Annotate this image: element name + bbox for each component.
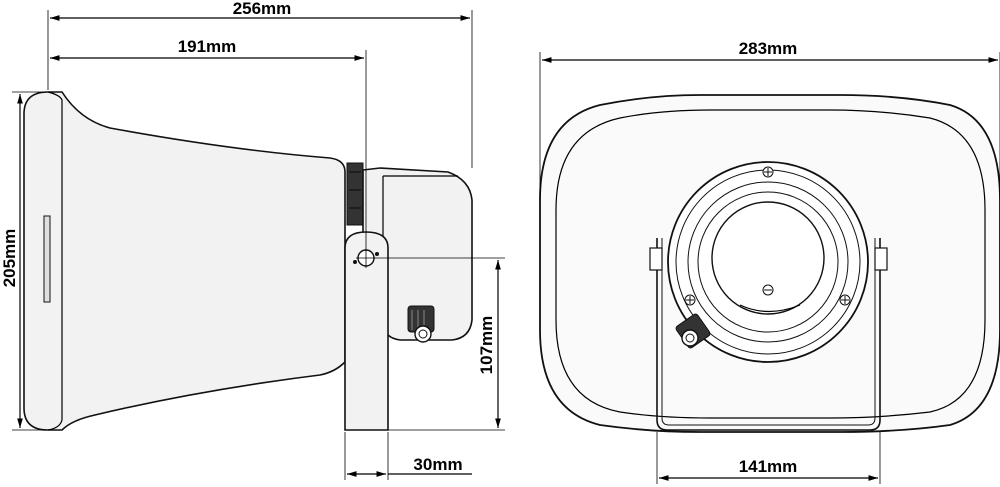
horn-rim: [47, 91, 63, 431]
dim-total-length: 256mm: [233, 0, 292, 18]
mounting-bracket-side: [344, 231, 389, 431]
cable-gland-side: [407, 305, 435, 343]
screw-right: [839, 294, 851, 306]
side-view: 256mm 191mm 205mm 107mm 30mm: [0, 0, 505, 480]
screw-left: [684, 294, 696, 306]
horn-flare: [23, 91, 346, 431]
mounting-bracket-front: [656, 238, 881, 431]
dim-bracket-height: 107mm: [477, 316, 496, 375]
dim-width: 283mm: [739, 39, 798, 58]
dim-horn-length: 191mm: [178, 37, 237, 56]
rim-slot: [43, 215, 51, 303]
dim-bracket-width: 141mm: [739, 457, 798, 476]
driver-cap: [711, 201, 825, 315]
dim-height: 205mm: [0, 229, 19, 288]
horn-mouth-inner: [555, 109, 986, 419]
screw-top: [762, 166, 774, 178]
cable-gland-front: [675, 313, 711, 349]
front-view: 283mm 141mm: [539, 39, 1000, 484]
dim-bracket-depth: 30mm: [413, 455, 462, 474]
